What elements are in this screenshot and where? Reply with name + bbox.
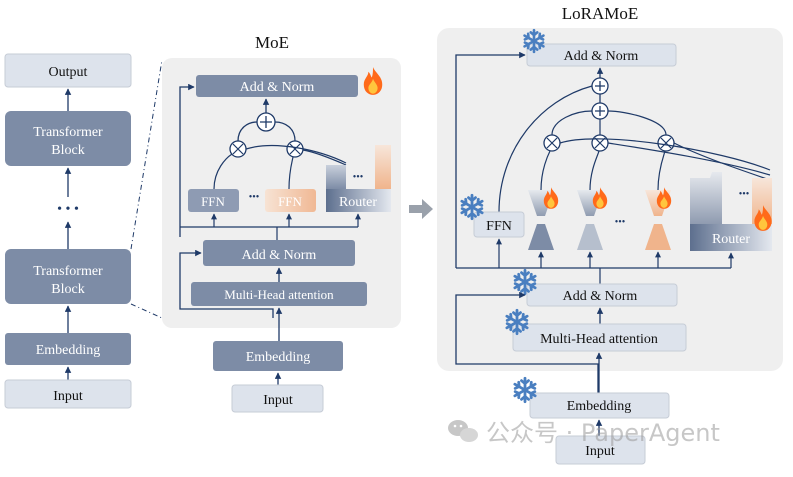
lora-gate-line-2: [607, 142, 771, 176]
moe-router-bar-1: [326, 165, 346, 189]
multiply-icon: [546, 137, 558, 149]
moe-router-bar-2: [375, 145, 391, 189]
output-box: [4, 53, 132, 88]
moe-expert-line-2: [288, 156, 294, 190]
multiply-icon: [594, 137, 606, 149]
loramoe-panel: LoRAMoE Add & Norm: [437, 4, 783, 393]
moe-residual-bottom: [179, 249, 274, 318]
plus-icon: [260, 116, 272, 128]
lora-embedding: [529, 392, 670, 419]
block-bottom-line1: Transformer: [33, 264, 103, 279]
watermark: 公众号 · PaperAgent: [448, 419, 720, 447]
block-top-line1: Transformer: [33, 125, 103, 140]
loramoe-title: LoRAMoE: [562, 4, 639, 23]
lora-ffn: [473, 211, 525, 238]
lora-gate-line-1: [559, 138, 771, 171]
transition-arrow-icon: [409, 199, 433, 219]
moe-expert-line-1: [213, 153, 233, 190]
lora-residual-top: [455, 51, 526, 268]
lora-expert-2: [577, 187, 608, 250]
moe-add-norm-bottom: [203, 240, 355, 266]
multiply-icon: [660, 137, 672, 149]
lora-input: [555, 435, 646, 465]
lora-mha: [512, 323, 687, 352]
moe-gate-line-1: [245, 144, 347, 164]
zoom-guide-bottom: [130, 303, 163, 319]
moe-router-label: Router: [339, 195, 377, 210]
lora-router-label: Router: [712, 232, 750, 247]
moe-arc-left: [237, 121, 258, 142]
moe-add-norm-top: [196, 75, 358, 97]
moe-mha-label: Multi-Head attention: [224, 287, 334, 302]
lora-arc-3: [607, 110, 667, 136]
lora-gate-line-3: [673, 142, 771, 181]
lora-add-norm-bottom-label: Add & Norm: [563, 289, 638, 304]
transformer-block-top: [5, 111, 131, 166]
moe-router: [326, 189, 391, 212]
plus-icon: [595, 106, 605, 116]
lora-expert-3: [645, 187, 672, 250]
plus-icon: [595, 81, 605, 91]
lora-mha-label: Multi-Head attention: [540, 332, 658, 347]
lora-expert-1: [528, 187, 559, 250]
input-box: [4, 379, 132, 409]
moe-ffn-2-label: FFN: [278, 194, 302, 209]
lora-expert-line-2: [589, 150, 600, 191]
wechat-icon: [448, 420, 478, 442]
moe-ffn-2: [265, 189, 316, 212]
lora-experts-ellipsis: •••: [615, 217, 626, 228]
moe-embedding: [213, 341, 343, 371]
input-label: Input: [53, 389, 83, 404]
lora-add-norm-top-label: Add & Norm: [564, 49, 639, 64]
moe-panel: MoE Add & Norm FFN ••• FFN: [162, 33, 401, 413]
lora-input-label: Input: [585, 444, 615, 459]
moe-router-ellipsis: •••: [353, 172, 364, 183]
loramoe-panel-bg: [437, 28, 783, 371]
lora-router-ellipsis: •••: [739, 189, 750, 200]
embedding-label: Embedding: [36, 343, 101, 358]
lora-ffn-to-sum: [498, 85, 593, 213]
layers-ellipsis: • • •: [57, 202, 79, 217]
lora-arc-1: [551, 110, 593, 136]
moe-gate-line-2: [302, 149, 347, 166]
lora-embedding-label: Embedding: [567, 399, 632, 414]
lora-router-bar-1: [690, 172, 722, 224]
moe-arc-right: [274, 121, 296, 142]
moe-add-norm-top-label: Add & Norm: [240, 80, 315, 95]
lora-add-norm-top: [526, 43, 677, 67]
output-label: Output: [49, 65, 88, 80]
moe-experts-ellipsis: •••: [249, 192, 260, 203]
moe-residual-top: [179, 83, 195, 237]
moe-add-norm-bottom-label: Add & Norm: [242, 248, 317, 263]
multiply-icon: [289, 143, 301, 155]
moe-mha: [191, 282, 367, 306]
block-bottom-line2: Block: [51, 282, 84, 297]
moe-input: [231, 384, 324, 413]
loramoe-inputs: Embedding Input: [513, 376, 670, 465]
lora-residual-bottom: [455, 291, 599, 393]
watermark-text: 公众号 · PaperAgent: [486, 419, 720, 447]
moe-embedding-label: Embedding: [246, 350, 311, 365]
lora-add-norm-bottom: [526, 283, 678, 307]
zoom-guide-top: [130, 59, 163, 250]
moe-ffn-1: [188, 189, 239, 212]
moe-title: MoE: [255, 33, 289, 52]
frozen-snowflake-icon: [513, 376, 537, 404]
moe-input-label: Input: [263, 393, 293, 408]
block-top-line2: Block: [51, 143, 84, 158]
moe-ffn-1-label: FFN: [201, 194, 225, 209]
embedding-box: [5, 333, 131, 365]
multiply-icon: [232, 143, 244, 155]
transformer-block-bottom: [5, 249, 131, 304]
left-stack: Output Transformer Block • • • Transform…: [4, 53, 163, 409]
lora-expert-line-1: [540, 150, 551, 191]
lora-ffn-label: FFN: [486, 219, 512, 234]
